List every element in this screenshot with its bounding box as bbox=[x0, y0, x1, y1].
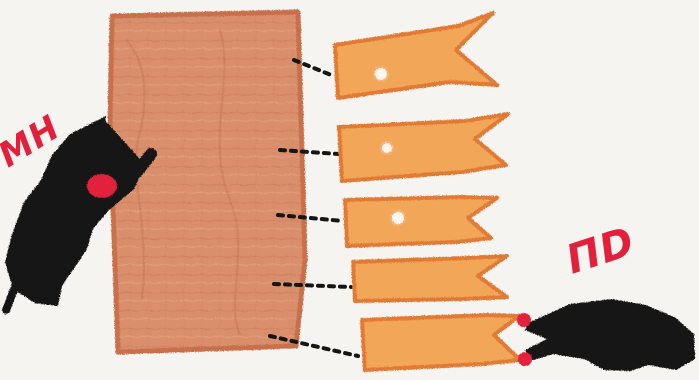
svg-text:ПD: ПD bbox=[561, 219, 641, 284]
right-hand-label: ПD bbox=[561, 219, 641, 284]
wooden-block bbox=[110, 12, 305, 352]
pin-1 bbox=[335, 13, 497, 98]
pin-4 bbox=[353, 256, 507, 301]
pin-3 bbox=[345, 197, 497, 246]
pin-5 bbox=[362, 315, 520, 370]
pin-2 bbox=[339, 114, 508, 181]
black-hand-icon bbox=[517, 299, 695, 371]
